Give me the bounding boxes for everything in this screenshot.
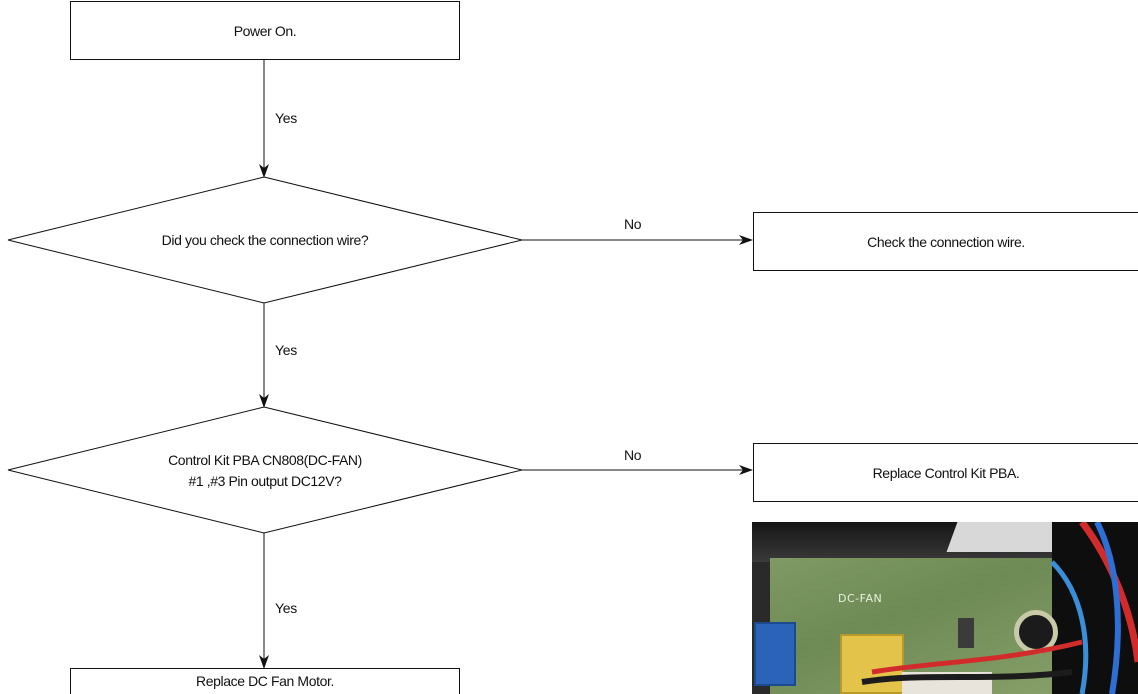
edge-label-yes-2: Yes [275,342,297,358]
pcb-connector-photo: DC-FAN [752,522,1138,694]
check-wire-box [753,212,1138,271]
decision-control-label: Control Kit PBA CN808(DC-FAN) #1 ,#3 Pin… [168,452,362,489]
edge-label-no-1: No [624,216,642,232]
photo-component [958,618,974,648]
check-wire-label: Check the connection wire. [867,233,1025,250]
replace-motor-label: Replace DC Fan Motor. [196,673,334,689]
edge-label-no-2: No [624,447,642,463]
photo-silkscreen-label: DC-FAN [838,592,883,605]
replace-control-label: Replace Control Kit PBA. [872,464,1020,481]
edge-label-yes-1: Yes [275,110,297,126]
replace-motor-box [70,668,460,694]
power-on-box [70,1,460,60]
photo-blue-connector [754,622,796,686]
photo-yellow-connector [840,634,904,694]
photo-wires [861,522,1138,694]
edge-label-yes-3: Yes [275,600,297,616]
power-on-label: Power On. [233,22,297,39]
photo-mounting-hole [1014,610,1058,654]
decision-wire-label: Did you check the connection wire? [161,231,369,248]
replace-control-box [753,443,1138,502]
